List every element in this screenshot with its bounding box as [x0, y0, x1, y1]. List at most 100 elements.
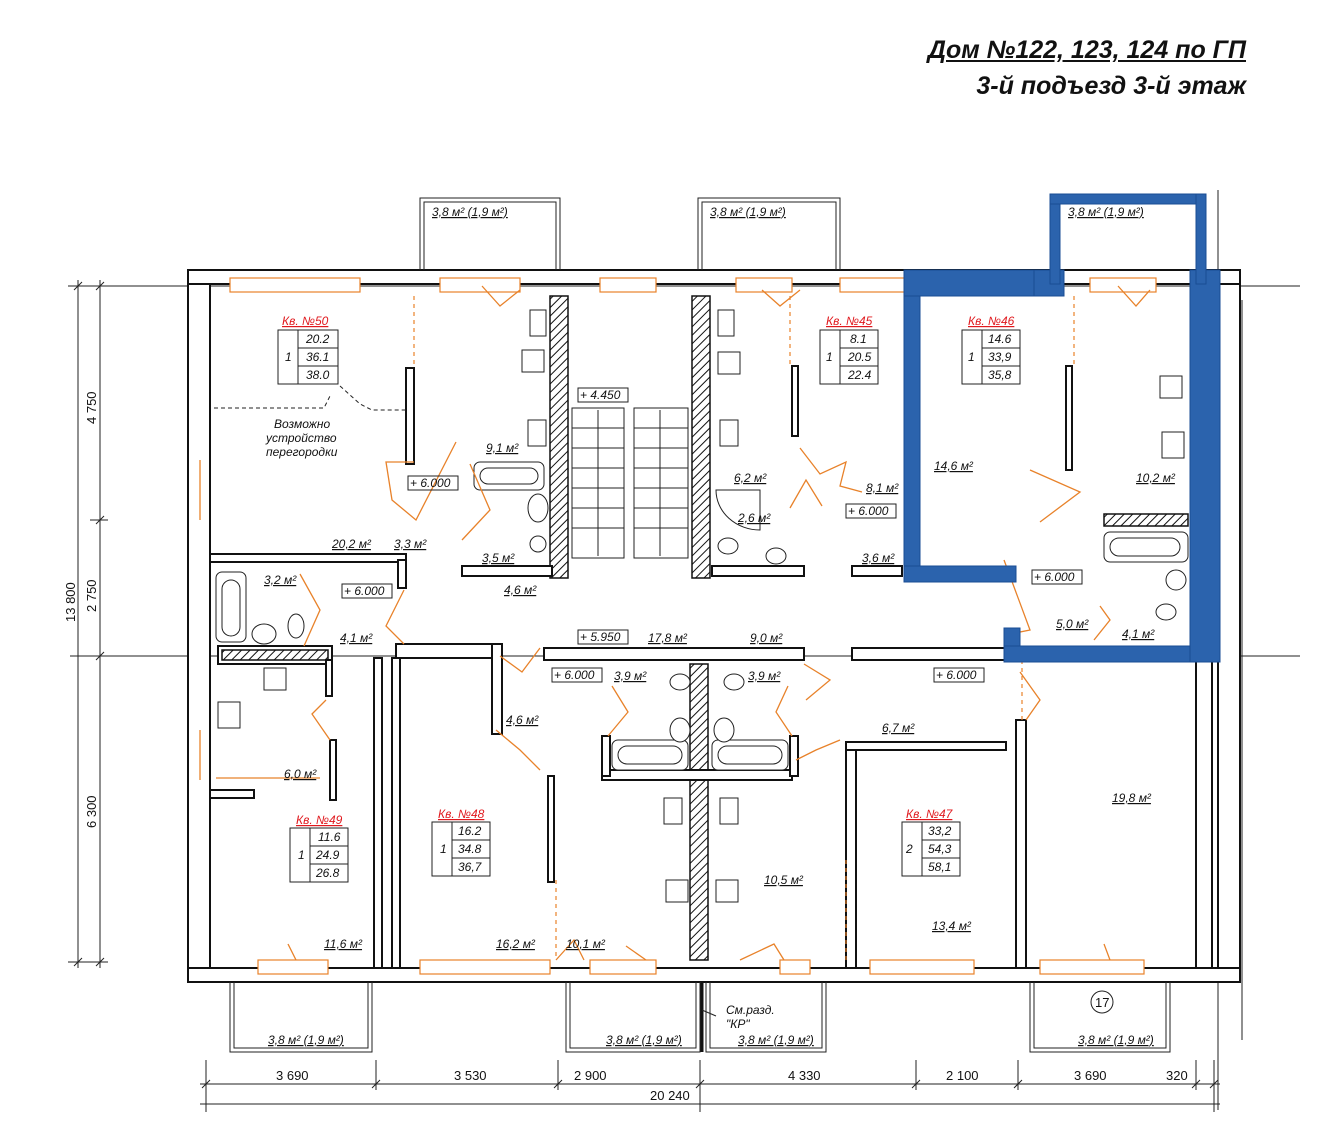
room-area: 9,1 м² [486, 441, 519, 455]
fixtures [215, 309, 1189, 903]
dim-vertical: 6 300 [84, 795, 99, 828]
level-marks: + 4.450 + 6.000 + 6.000 + 6.000 + 6.000 … [341, 387, 1083, 683]
dim-label: 3 690 [1074, 1068, 1107, 1083]
apt-47-total: 54,3 [928, 842, 952, 856]
dim-vertical: 2 750 [84, 579, 99, 612]
room-area: 19,8 м² [1112, 791, 1152, 805]
room-area: 4,1 м² [1122, 627, 1155, 641]
apt-45-with-balcony: 22.4 [847, 368, 872, 382]
drawing-title: Дом №122, 123, 124 по ГП [927, 36, 1246, 64]
room-area: 9,0 м² [750, 631, 783, 645]
room-area: 11,6 м² [324, 937, 363, 951]
room-area: 3,5 м² [482, 551, 515, 565]
room-area: 4,6 м² [504, 583, 537, 597]
apt-46-rooms: 1 [968, 350, 975, 364]
partition-note: перегородки [266, 445, 338, 459]
room-area: 5,0 м² [1056, 617, 1089, 631]
level-mark: + 6.000 [344, 584, 385, 598]
apt-46-label: Кв. №46 [968, 314, 1015, 328]
apt-50-label: Кв. №50 [282, 314, 329, 328]
apt-45-total: 20.5 [847, 350, 872, 364]
level-mark: + 4.450 [580, 388, 621, 402]
dim-label: 3 530 [454, 1068, 487, 1083]
apt-48-rooms: 1 [440, 842, 447, 856]
apt-45-rooms: 1 [826, 350, 833, 364]
room-area: 10,2 м² [1136, 471, 1176, 485]
apt-48-label: Кв. №48 [438, 807, 485, 821]
highlight-apartment-46 [903, 193, 1221, 663]
room-area: 3,9 м² [748, 669, 781, 683]
room-area: 2,6 м² [737, 511, 771, 525]
apt-45-label: Кв. №45 [826, 314, 873, 328]
outer-walls [187, 269, 1241, 983]
axis-marker [1090, 990, 1114, 1014]
level-mark: + 5.950 [580, 630, 621, 644]
apt-49-with-balcony: 26.8 [315, 866, 340, 880]
level-mark: + 6.000 [554, 668, 595, 682]
partition-note: устройство [265, 431, 337, 445]
apt-47-living: 33,2 [928, 824, 952, 838]
dim-label: 320 [1166, 1068, 1188, 1083]
room-area: 6,2 м² [734, 471, 767, 485]
balcony-area-label: 3,8 м² (1,9 м²) [1078, 1033, 1154, 1047]
room-area: 6,0 м² [284, 767, 317, 781]
dim-total: 20 240 [650, 1088, 690, 1103]
apt-table-45 [819, 329, 879, 385]
room-area: 16,2 м² [496, 937, 536, 951]
room-area: 3,3 м² [394, 537, 427, 551]
level-mark: + 6.000 [848, 504, 889, 518]
level-mark: + 6.000 [1034, 570, 1075, 584]
room-area: 17,8 м² [648, 631, 688, 645]
balcony-area-label: 3,8 м² (1,9 м²) [1068, 205, 1144, 219]
balcony-area-label: 3,8 м² (1,9 м²) [738, 1033, 814, 1047]
apt-50-with-balcony: 38.0 [306, 368, 330, 382]
dim-label: 2 900 [574, 1068, 607, 1083]
partition-note: Возможно [274, 417, 330, 431]
apt-49-label: Кв. №49 [296, 813, 343, 827]
room-area: 10,5 м² [764, 873, 804, 887]
apt-table-50 [277, 329, 339, 385]
level-mark: + 6.000 [410, 476, 451, 490]
balcony-area-label: 3,8 м² (1,9 м²) [268, 1033, 344, 1047]
apt-49-rooms: 1 [298, 848, 305, 862]
apt-table-46 [961, 329, 1021, 385]
horizontal-dimensions [200, 1060, 1220, 1112]
dim-vertical: 4 750 [84, 391, 99, 424]
apt-49-total: 24.9 [315, 848, 340, 862]
apt-46-with-balcony: 35,8 [988, 368, 1012, 382]
apt-50-living: 20.2 [305, 332, 330, 346]
level-mark: + 6.000 [936, 668, 977, 682]
door-swings [199, 285, 1151, 961]
dashed-lines [214, 296, 1075, 960]
apt-table-47 [901, 821, 961, 877]
axis-marker-label: 17 [1095, 995, 1109, 1010]
bottom-windows [257, 959, 1145, 975]
room-area: 4,6 м² [506, 713, 539, 727]
apt-47-label: Кв. №47 [906, 807, 954, 821]
dim-label: 4 330 [788, 1068, 821, 1083]
apt-50-rooms: 1 [285, 350, 292, 364]
apt-48-total: 34.8 [458, 842, 482, 856]
apt-46-living: 14.6 [988, 332, 1012, 346]
room-area: 3,6 м² [862, 551, 895, 565]
room-area: 13,4 м² [932, 919, 972, 933]
apt-47-with-balcony: 58,1 [928, 860, 951, 874]
apt-table-48 [431, 821, 491, 877]
room-area: 4,1 м² [340, 631, 373, 645]
apt-48-with-balcony: 36,7 [458, 860, 483, 874]
room-area: 3,2 м² [264, 573, 297, 587]
drawing-subtitle: 3-й подъезд 3-й этаж [976, 72, 1246, 100]
balcony-area-label: 3,8 м² (1,9 м²) [432, 205, 508, 219]
section-ref-note: "КР" [726, 1017, 750, 1031]
apt-47-rooms: 2 [905, 842, 913, 856]
room-area: 6,7 м² [882, 721, 915, 735]
section-ref-note: См.разд. [726, 1003, 775, 1017]
room-area: 3,9 м² [614, 669, 647, 683]
room-area: 8,1 м² [866, 481, 899, 495]
balcony-area-label: 3,8 м² (1,9 м²) [606, 1033, 682, 1047]
room-area: 14,6 м² [934, 459, 974, 473]
balcony-area-label: 3,8 м² (1,9 м²) [710, 205, 786, 219]
dim-vertical-total: 13 800 [63, 582, 78, 622]
apt-table-49 [289, 827, 349, 883]
bottom-balconies [229, 982, 1171, 1053]
